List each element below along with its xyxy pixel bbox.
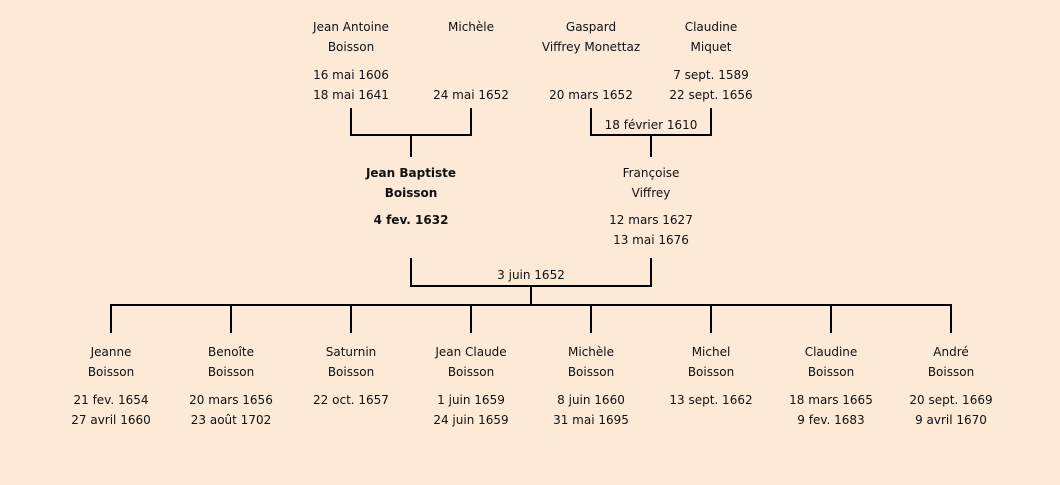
person-name2: Boisson: [87, 365, 135, 379]
connector-line: [530, 285, 532, 305]
connector-line: [470, 304, 472, 333]
person-birth: 12 mars 1627: [609, 213, 693, 227]
person-birth: 13 sept. 1662: [669, 393, 753, 407]
connector-line: [410, 134, 412, 157]
connector-line: [230, 304, 232, 333]
person-death: 27 avril 1660: [71, 413, 151, 427]
person-name2: Boisson: [567, 365, 615, 379]
person-name2: Boisson: [327, 365, 375, 379]
connector-line: [110, 304, 952, 306]
connector-line: [110, 304, 112, 333]
connector-line: [710, 304, 712, 333]
marriage-date: 18 février 1610: [604, 118, 698, 132]
person-name1: Gaspard: [565, 20, 617, 34]
person-name1: Michèle: [448, 20, 494, 34]
person-name2: Viffrey: [631, 186, 671, 200]
person-name1: Françoise: [622, 166, 680, 180]
connector-line: [350, 304, 352, 333]
person-birth: 20 mars 1656: [189, 393, 273, 407]
person-death: 24 mai 1652: [433, 88, 509, 102]
person-birth: 20 sept. 1669: [909, 393, 993, 407]
person-name2: Boisson: [927, 365, 975, 379]
connector-line: [710, 108, 712, 136]
person-death: 9 fev. 1683: [797, 413, 865, 427]
connector-line: [350, 108, 352, 136]
connector-line: [830, 304, 832, 333]
person-name1: Jean Baptiste: [365, 166, 457, 180]
person-name2: Boisson: [207, 365, 255, 379]
person-name1: Benoîte: [208, 345, 254, 359]
person-death: 9 avril 1670: [915, 413, 987, 427]
person-name1: Jean Antoine: [313, 20, 389, 34]
connector-line: [470, 108, 472, 136]
person-birth: 16 mai 1606: [313, 68, 389, 82]
person-death: 18 mai 1641: [313, 88, 389, 102]
marriage-date: 3 juin 1652: [497, 268, 565, 282]
person-birth: 22 oct. 1657: [313, 393, 389, 407]
person-birth: 1 juin 1659: [437, 393, 505, 407]
person-birth: 18 mars 1665: [789, 393, 873, 407]
connector-line: [650, 134, 652, 157]
person-name1: Claudine: [804, 345, 858, 359]
connector-line: [590, 108, 592, 136]
connector-line: [590, 304, 592, 333]
person-name1: Jean Claude: [435, 345, 507, 359]
person-name2: Boisson: [687, 365, 735, 379]
person-name2: Boisson: [807, 365, 855, 379]
person-death: 13 mai 1676: [613, 233, 689, 247]
person-death: 20 mars 1652: [549, 88, 633, 102]
person-birth: 4 fev. 1632: [373, 213, 449, 227]
person-name1: Saturnin: [325, 345, 377, 359]
person-death: 22 sept. 1656: [669, 88, 753, 102]
person-name2: Miquet: [690, 40, 732, 54]
person-name2: Viffrey Monettaz: [541, 40, 641, 54]
person-death: 31 mai 1695: [553, 413, 629, 427]
person-name1: André: [933, 345, 969, 359]
person-name2: Boisson: [384, 186, 438, 200]
connector-line: [950, 304, 952, 333]
person-name2: Boisson: [327, 40, 375, 54]
person-birth: 7 sept. 1589: [673, 68, 749, 82]
person-name1: Michel: [691, 345, 731, 359]
person-name1: Claudine: [684, 20, 738, 34]
person-birth: 8 juin 1660: [557, 393, 625, 407]
connector-line: [650, 258, 652, 287]
person-name1: Jeanne: [90, 345, 132, 359]
person-death: 23 août 1702: [190, 413, 272, 427]
person-name1: Michèle: [568, 345, 614, 359]
person-birth: 21 fev. 1654: [73, 393, 149, 407]
person-name2: Boisson: [447, 365, 495, 379]
person-death: 24 juin 1659: [433, 413, 509, 427]
connector-line: [410, 258, 412, 287]
